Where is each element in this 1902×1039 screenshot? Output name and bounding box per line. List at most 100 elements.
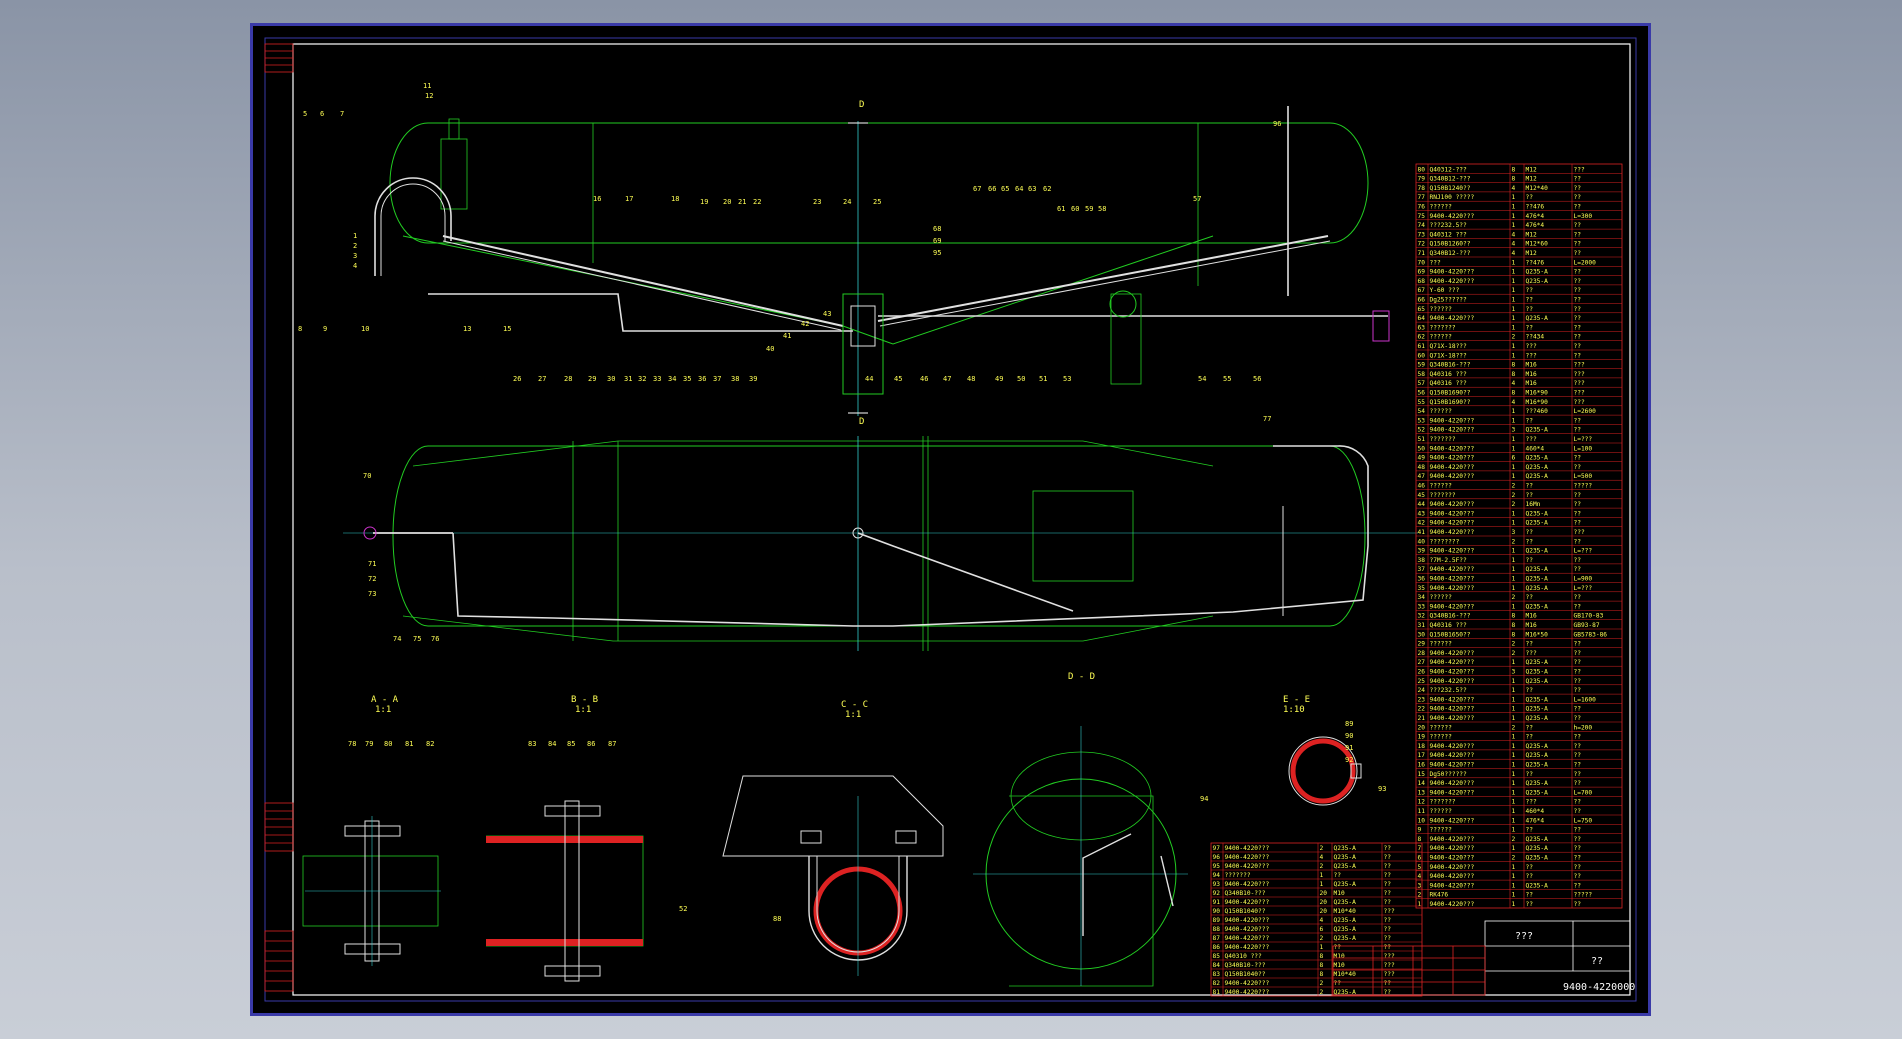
callout-section-92: 92 (1345, 756, 1353, 764)
parts-cell: Q235-A (1526, 789, 1549, 796)
parts-cell: 1 (1512, 510, 1516, 517)
parts-cell: 1 (1320, 944, 1324, 951)
parts-cell: 52 (1418, 427, 1426, 434)
parts-cell: 9400-4220??? (1430, 455, 1475, 462)
parts-cell: 1 (1512, 799, 1516, 806)
parts-cell: 29 (1418, 641, 1426, 648)
callout-plan-77: 77 (1263, 415, 1271, 423)
parts-cell: 9400-4220??? (1430, 510, 1475, 517)
callout-section-79: 79 (365, 740, 373, 748)
parts-cell: ?? (1526, 687, 1534, 694)
parts-cell: ?? (1574, 855, 1582, 862)
parts-cell: Q71X-18??? (1430, 352, 1468, 359)
parts-cell: Q150B1260?? (1430, 241, 1471, 248)
parts-cell: 9400-4220??? (1430, 520, 1475, 527)
parts-cell: 8 (1512, 631, 1516, 638)
parts-cell: ?? (1574, 678, 1582, 685)
callout-section-84: 84 (548, 740, 556, 748)
parts-cell: 90 (1213, 908, 1221, 915)
callout-bottom-13: 13 (463, 325, 471, 333)
callout-top-59: 59 (1085, 205, 1093, 213)
parts-cell: 1 (1320, 872, 1324, 879)
parts-cell: 20 (1320, 899, 1328, 906)
parts-cell: 32 (1418, 613, 1426, 620)
parts-cell: 64 (1418, 315, 1426, 322)
cad-viewport[interactable]: D D A - A 1:1 B - B 1:1 C - C 1:1 D - D … (250, 23, 1651, 1016)
parts-cell: 9400-4220??? (1225, 863, 1270, 870)
plan-main-pipe (452, 445, 1369, 627)
parts-cell: ?? (1574, 659, 1582, 666)
callout-plan-75: 75 (413, 635, 421, 643)
parts-cell: 3 (1512, 529, 1516, 536)
parts-cell: ??? (1574, 362, 1585, 369)
parts-cell: 2 (1320, 980, 1324, 987)
parts-cell: ?? (1526, 594, 1534, 601)
parts-cell: 2 (1512, 483, 1516, 490)
parts-cell: Q235-A (1526, 659, 1549, 666)
parts-cell: 7 (1418, 845, 1422, 852)
callout-bottom-15: 15 (503, 325, 511, 333)
parts-cell: 4 (1512, 250, 1516, 257)
parts-cell: ?? (1574, 269, 1582, 276)
parts-cell: 10 (1418, 817, 1426, 824)
parts-cell: 47 (1418, 473, 1426, 480)
callout-bottom-42: 42 (801, 320, 809, 328)
parts-cell: ?????? (1430, 483, 1453, 490)
parts-cell: ?? (1526, 417, 1534, 424)
parts-cell: ??434 (1526, 334, 1545, 341)
parts-cell: 61 (1418, 343, 1426, 350)
parts-cell: ?? (1574, 780, 1582, 787)
parts-cell: ??476 (1526, 204, 1545, 211)
parts-cell: 70 (1418, 259, 1426, 266)
callout-bottom-30: 30 (607, 375, 615, 383)
parts-cell: Q235-A (1526, 669, 1549, 676)
parts-cell: ?? (1526, 641, 1534, 648)
parts-cell: Q235-A (1526, 715, 1549, 722)
section-aa-scale: 1:1 (375, 705, 391, 715)
parts-cell: Q340B10-??? (1225, 962, 1266, 969)
callout-top-24: 24 (843, 198, 851, 206)
callout-bottom-29: 29 (588, 375, 596, 383)
parts-cell: ?? (1574, 417, 1582, 424)
callout-section-83: 83 (528, 740, 536, 748)
parts-cell: ?? (1574, 845, 1582, 852)
parts-cell: 1 (1512, 808, 1516, 815)
parts-cell: RK476 (1430, 892, 1449, 899)
callout-section-94: 94 (1200, 795, 1208, 803)
parts-cell: 9400-4220??? (1430, 473, 1475, 480)
parts-cell: 9400-4220??? (1430, 780, 1475, 787)
parts-cell: 9400-4220??? (1430, 882, 1475, 889)
parts-cell: 8 (1418, 836, 1422, 843)
parts-cell: 9400-4220??? (1430, 836, 1475, 843)
parts-cell: M12*40 (1526, 185, 1549, 192)
parts-cell: 30 (1418, 631, 1426, 638)
parts-cell: Q40312 ??? (1430, 231, 1468, 238)
parts-cell: ?? (1574, 566, 1582, 573)
parts-cell: ?? (1574, 520, 1582, 527)
parts-cell: 51 (1418, 436, 1426, 443)
parts-cell: M12 (1526, 176, 1537, 183)
pump-bracket (1110, 293, 1142, 385)
parts-cell: ?? (1574, 278, 1582, 285)
section-ee-scale: 1:10 (1283, 705, 1305, 715)
parts-cell: 1 (1512, 306, 1516, 313)
parts-cell: L=1600 (1574, 696, 1597, 703)
parts-cell: ?? (1574, 306, 1582, 313)
parts-cell: ?? (1526, 306, 1534, 313)
drawing-sheet: D D A - A 1:1 B - B 1:1 C - C 1:1 D - D … (264, 37, 1637, 1002)
parts-cell: ?? (1384, 863, 1392, 870)
parts-cell: 1 (1512, 706, 1516, 713)
